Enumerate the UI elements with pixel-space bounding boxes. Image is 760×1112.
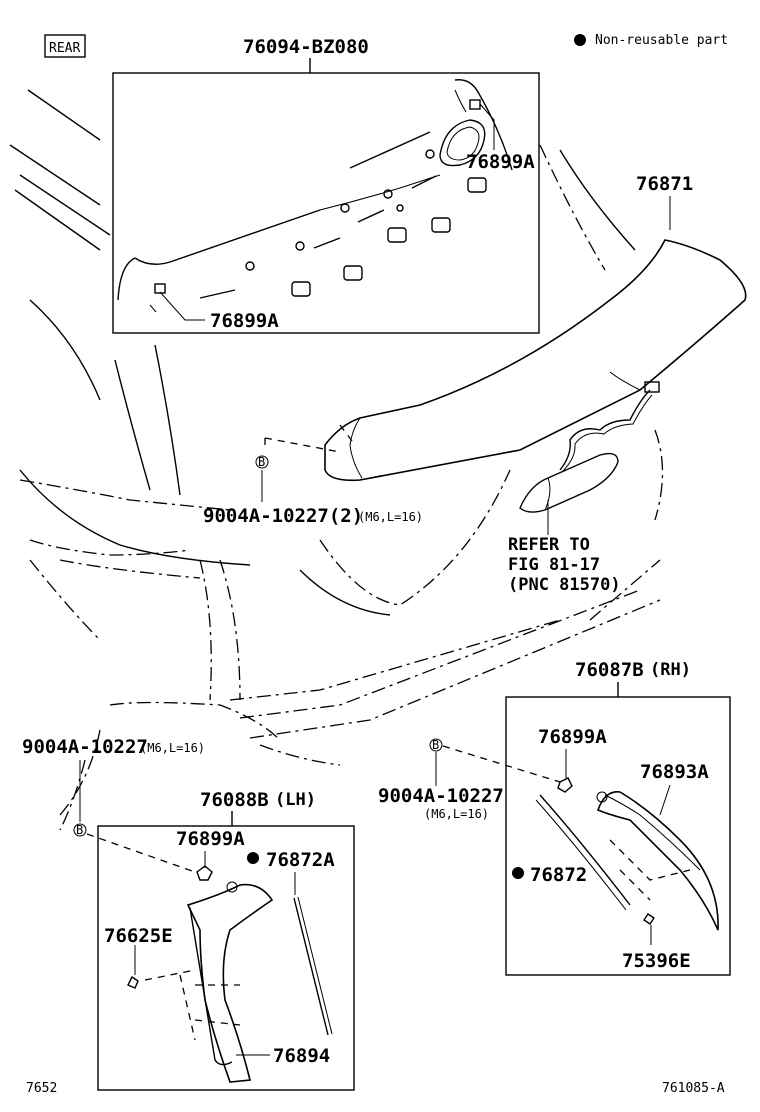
bolt-mid-spec: (M6,L=16) <box>424 807 489 821</box>
bolt-marker-b-icon <box>255 455 269 469</box>
part-76625e: 76625E <box>104 925 173 947</box>
part-76899a-top-right: 76899A <box>466 151 535 173</box>
bolt-marker-b-icon-left <box>73 823 87 837</box>
part-76087b-side: (RH) <box>650 660 691 680</box>
part-76088b-side: (LH) <box>275 790 316 810</box>
part-bolt-mid: 9004A-10227 <box>378 785 504 807</box>
bolt-mid-group: B 9004A-10227 (M6,L=16) <box>378 738 561 821</box>
bolt-top-spec: (M6,L=16) <box>358 510 423 524</box>
part-76087b: 76087B <box>575 659 644 681</box>
rear-view-label: REAR <box>44 34 86 58</box>
part-76094-bz080: 76094-BZ080 <box>243 36 369 58</box>
part-76872: 76872 <box>530 864 587 886</box>
bolt-marker-b-icon-mid <box>429 738 443 752</box>
bolt-left-spec: (M6,L=16) <box>140 741 205 755</box>
refer-to-line2: FIG 81-17 <box>508 555 600 575</box>
footer-right-code: 761085-A <box>662 1081 725 1096</box>
part-76899a-lh: 76899A <box>176 828 245 850</box>
non-reusable-dot-icon-76872a <box>247 852 259 864</box>
part-75396e: 75396E <box>622 950 691 972</box>
part-bolt-left: 9004A-10227 <box>22 736 148 758</box>
part-76872a: 76872A <box>266 849 335 871</box>
legend-text: Non-reusable part <box>595 33 728 48</box>
part-76893a: 76893A <box>640 761 709 783</box>
part-76894: 76894 <box>273 1045 330 1067</box>
rear-spoiler: 76871 <box>324 173 747 482</box>
bolt-marker-mid: B <box>432 738 439 752</box>
bolt-marker-left: B <box>76 823 83 837</box>
part-bolt-top: 9004A-10227(2) <box>203 505 363 527</box>
non-reusable-dot-icon <box>574 34 586 46</box>
rh-garnish-box: 76087B (RH) 76899A 76893A 76872 75396E <box>505 659 731 976</box>
part-76871: 76871 <box>636 173 693 195</box>
part-76899a-rh: 76899A <box>538 726 607 748</box>
non-reusable-dot-icon-76872 <box>512 867 524 879</box>
refer-to-line1: REFER TO <box>508 535 590 555</box>
bolt-marker-top: B <box>258 455 265 469</box>
part-76088b: 76088B <box>200 789 269 811</box>
part-76899a-top-left: 76899A <box>210 310 279 332</box>
refer-to-line3: (PNC 81570) <box>508 575 621 595</box>
bolt-left-group: 9004A-10227 (M6,L=16) B <box>22 736 205 837</box>
emblem-set-box: 76094-BZ080 76899A 76899A <box>112 36 540 334</box>
lh-garnish-box: 76088B (LH) 76899A 76872A 76625E 76894 <box>86 789 355 1091</box>
rear-label-text: REAR <box>49 41 80 56</box>
legend: Non-reusable part <box>574 33 728 48</box>
vehicle-body-outline <box>9 89 664 831</box>
high-mount-stop-lamp: REFER TO FIG 81-17 (PNC 81570) <box>508 381 660 595</box>
bolt-top-group: B 9004A-10227(2) (M6,L=16) <box>203 424 423 527</box>
footer-left-code: 7652 <box>26 1081 57 1096</box>
